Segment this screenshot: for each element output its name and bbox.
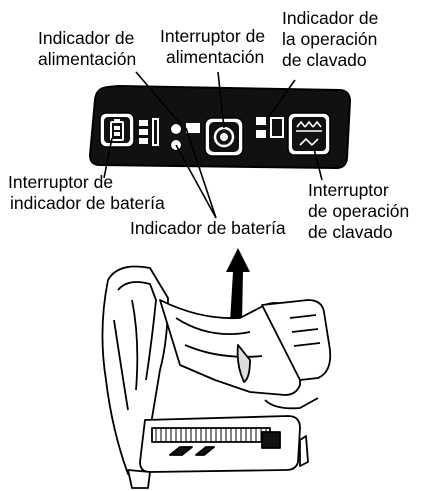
label-nailing-operation-indicator: Indicador de la operación de clavado <box>282 8 379 70</box>
battery-indicator-switch-button <box>99 112 135 148</box>
battery-level-bars <box>139 118 159 146</box>
nail-mode-icon <box>296 120 322 147</box>
nailing-operation-switch-button <box>287 112 331 156</box>
label-battery-indicator: Indicador de batería <box>130 218 286 238</box>
power-icon <box>213 126 235 148</box>
label-power-indicator: Indicador de alimentación <box>38 28 137 69</box>
nailing-operation-indicator <box>256 117 284 138</box>
power-switch-button <box>204 117 244 157</box>
battery-icon <box>110 119 124 141</box>
label-power-switch: Interruptor de alimentación <box>160 26 266 67</box>
nailer-tool <box>101 265 332 489</box>
label-nailing-operation-switch: Interruptor de operación de clavado <box>308 180 410 242</box>
label-battery-indicator-switch: Interruptor de indicador de batería <box>8 172 165 213</box>
leader-lines <box>103 71 323 219</box>
battery-indicator-lamps <box>170 123 182 151</box>
power-indicator-lamp <box>186 123 200 133</box>
arrow-icon <box>226 248 250 322</box>
